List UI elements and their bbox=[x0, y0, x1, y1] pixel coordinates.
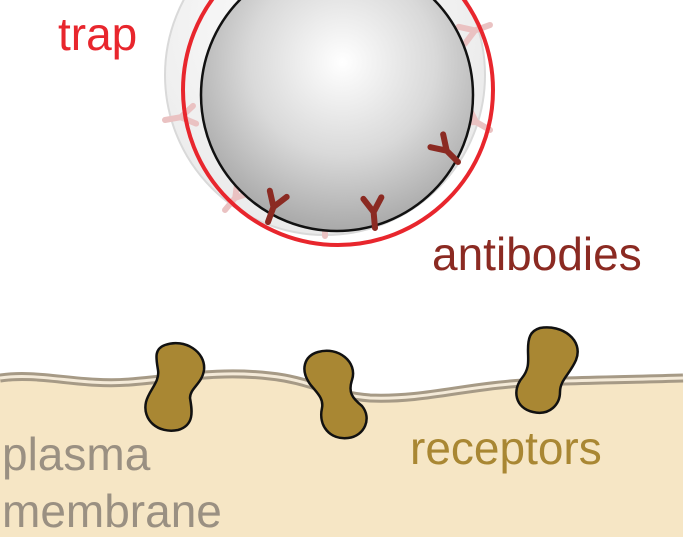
membrane-label: membrane bbox=[2, 485, 222, 537]
bead bbox=[199, 0, 475, 233]
trap-label: trap bbox=[58, 8, 137, 60]
trap-ring bbox=[181, 0, 495, 247]
receptor bbox=[515, 326, 579, 415]
antibodies-label: antibodies bbox=[432, 228, 642, 280]
plasma-label: plasma bbox=[2, 428, 151, 480]
receptors-label: receptors bbox=[410, 422, 602, 474]
receptor bbox=[144, 342, 206, 432]
receptor bbox=[303, 349, 368, 440]
